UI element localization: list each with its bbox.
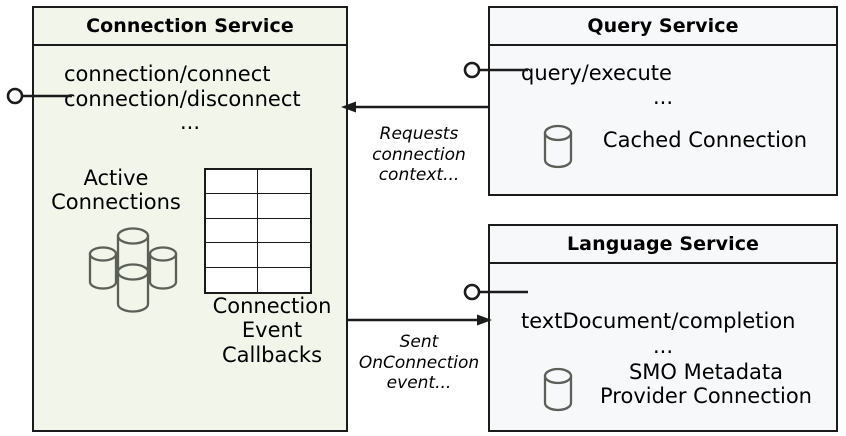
connection-event-callbacks-label: Connection Event Callbacks [194, 294, 350, 367]
query-service-operations-ellipsis: ... [652, 85, 674, 109]
language-service-operations-ellipsis: ... [652, 334, 674, 358]
sent-label-line2: OnConnection [358, 352, 480, 373]
connection-service-body: connection/connect connection/disconnect… [34, 46, 346, 430]
connection-service-operations: connection/connect connection/disconnect [64, 62, 301, 112]
operation-connection-disconnect: connection/disconnect [64, 86, 301, 111]
query-service-operations: query/execute [521, 61, 672, 86]
table-cell [206, 218, 258, 244]
language-service-title-bar: Language Service [490, 226, 836, 264]
table-cell [206, 243, 258, 268]
callbacks-label-line3: Callbacks [221, 342, 323, 367]
cached-connection-label: Cached Connection [602, 128, 808, 152]
smo-label-line2: Provider Connection [600, 384, 812, 409]
arrow-label-sent-onconnection-event: Sent OnConnection event... [354, 332, 484, 394]
language-service-title: Language Service [566, 232, 760, 255]
table-cell [258, 218, 310, 244]
lollipop-icon-language-service[interactable] [463, 283, 528, 301]
operation-query-execute: query/execute [521, 61, 672, 85]
lollipop-icon-connection-service[interactable] [6, 87, 72, 105]
active-connections-label-line2: Connections [51, 190, 181, 215]
callbacks-label-line2: Event [241, 318, 303, 343]
active-connections-label: Active Connections [40, 166, 192, 215]
requests-label-line1: Requests [379, 124, 459, 144]
query-service-body: query/execute ... Cached Connection [490, 46, 836, 194]
table-cell [258, 170, 310, 195]
component-query-service[interactable]: Query Service query/execute ... Cached C… [488, 6, 838, 196]
callbacks-label-line1: Connection [212, 294, 332, 318]
component-language-service[interactable]: Language Service textDocument/completion… [488, 224, 838, 432]
operation-connection-connect: connection/connect [64, 62, 271, 86]
arrow-sent-onconnection-event [348, 314, 492, 326]
sent-label-line1: Sent [399, 332, 439, 352]
connection-service-title-bar: Connection Service [34, 8, 346, 46]
connection-service-title: Connection Service [86, 14, 294, 37]
table-cell [206, 194, 258, 219]
table-cell [258, 267, 310, 292]
language-service-body: textDocument/completion ... SMO Metadata… [490, 264, 836, 430]
database-cluster-icon [80, 224, 186, 316]
active-connections-label-line1: Active [83, 166, 149, 190]
table-cell [206, 267, 258, 292]
requests-label-line3: context... [378, 165, 460, 186]
arrow-requests-connection-context [341, 101, 488, 113]
query-service-title-bar: Query Service [490, 8, 836, 46]
connection-service-operations-ellipsis: ... [179, 110, 201, 134]
connection-event-callbacks-table [204, 168, 312, 294]
query-service-title: Query Service [587, 14, 739, 37]
database-icon [538, 124, 578, 170]
language-service-operations: textDocument/completion [521, 309, 795, 334]
table-cell [258, 194, 310, 219]
operation-textdocument-completion: textDocument/completion [521, 309, 796, 333]
smo-label-line1: SMO Metadata [628, 360, 784, 384]
database-icon [538, 367, 578, 413]
requests-label-line2: connection [372, 144, 466, 165]
component-connection-service[interactable]: Connection Service connection/connect co… [32, 6, 348, 432]
table-cell [258, 243, 310, 268]
smo-metadata-provider-connection-label: SMO Metadata Provider Connection [586, 360, 826, 409]
lollipop-icon-query-service[interactable] [463, 61, 528, 79]
sent-label-line3: event... [386, 373, 452, 394]
arrow-label-requests-connection-context: Requests connection context... [356, 124, 482, 186]
table-cell [206, 170, 258, 195]
